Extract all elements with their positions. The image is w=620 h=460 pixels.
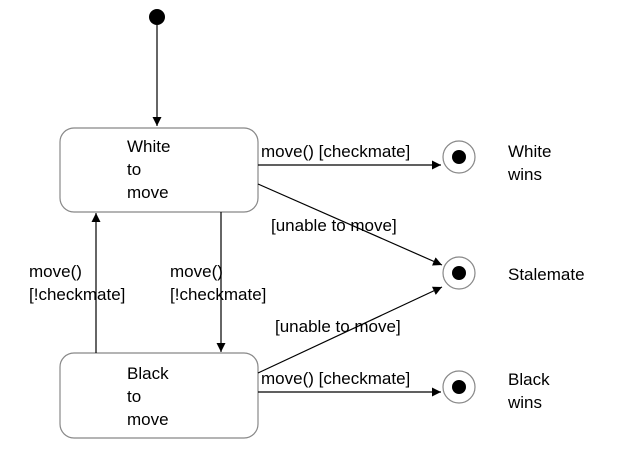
state-black-to-move[interactable]: Black to move [59,352,259,439]
transition-white-unable-arrow [257,183,443,266]
transition-black-to-white-label-1: move() [29,262,82,281]
transition-white-unable-label: [unable to move] [271,216,397,235]
transition-black-to-white-label-2: [!checkmate] [29,285,125,304]
transition-black-unable-label: [unable to move] [275,317,401,336]
final-stalemate-label: Stalemate [508,265,585,284]
state-black-label-3: move [127,410,169,429]
final-white-wins-label-2: wins [507,165,542,184]
transition-white-checkmate-label: move() [checkmate] [261,142,410,161]
final-black-wins-label-2: wins [507,393,542,412]
transition-white-to-black-label-1: move() [170,262,223,281]
state-white-label-2: to [127,160,141,179]
final-state-black-wins[interactable] [442,370,476,404]
initial-state [149,9,165,25]
state-black-label-2: to [127,387,141,406]
state-white-to-move[interactable]: White to move [59,127,259,213]
state-white-label-1: White [127,137,170,156]
transition-black-checkmate-label: move() [checkmate] [261,369,410,388]
final-black-wins-label-1: Black [508,370,550,389]
final-state-stalemate[interactable] [442,256,476,290]
transition-black-unable-arrow [257,286,443,374]
final-white-wins-label-1: White [508,142,551,161]
state-white-label-3: move [127,183,169,202]
transition-white-to-black-label-2: [!checkmate] [170,285,266,304]
state-black-label-1: Black [127,364,169,383]
final-state-white-wins[interactable] [442,140,476,174]
